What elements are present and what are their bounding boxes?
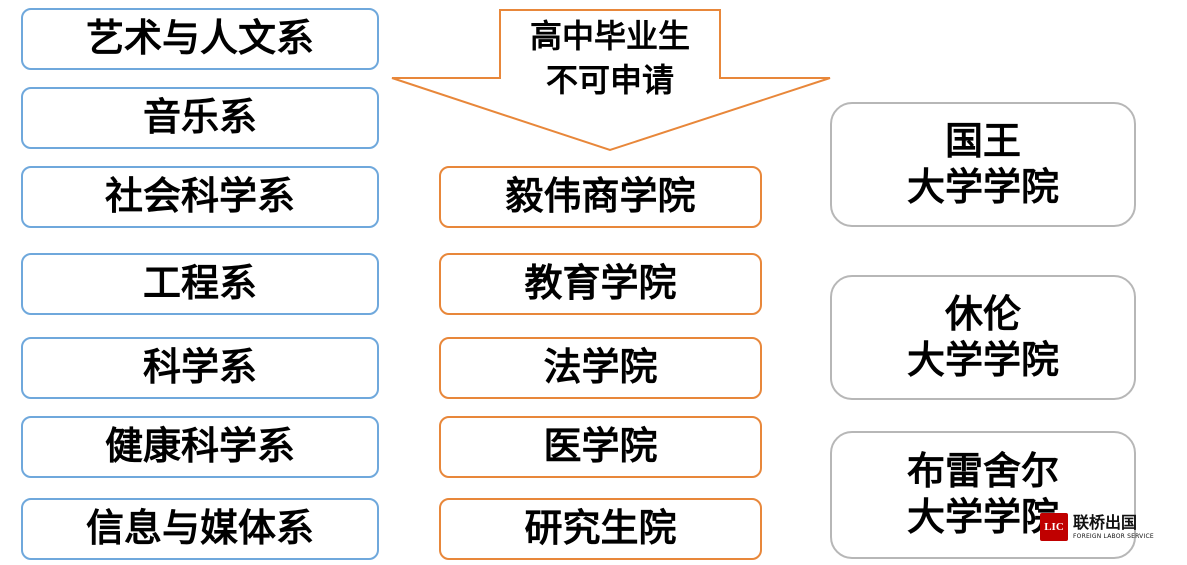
school-box-education: 教育学院 — [439, 253, 762, 315]
department-label: 健康科学系 — [104, 424, 295, 469]
department-label: 音乐系 — [142, 95, 257, 140]
school-label: 法学院 — [543, 345, 658, 390]
watermark-logo: LIC 联桥出国 FOREIGN LABOR SERVICE — [1040, 512, 1185, 542]
school-box-law: 法学院 — [439, 337, 762, 399]
college-box-kings: 国王 大学学院 — [830, 102, 1136, 227]
department-box-music: 音乐系 — [21, 87, 379, 149]
school-box-medicine: 医学院 — [439, 416, 762, 478]
department-box-health-science: 健康科学系 — [21, 416, 379, 478]
college-type: 大学学院 — [906, 337, 1059, 382]
department-label: 信息与媒体系 — [85, 506, 314, 551]
college-name: 国王 — [944, 118, 1021, 163]
school-label: 医学院 — [543, 424, 658, 469]
logo-name: 联桥出国 — [1073, 512, 1138, 532]
arrow-label-line2: 不可申请 — [545, 61, 674, 99]
department-label: 科学系 — [142, 345, 257, 390]
department-box-science: 科学系 — [21, 337, 379, 399]
school-label: 教育学院 — [524, 261, 677, 306]
department-box-social-science: 社会科学系 — [21, 166, 379, 228]
department-box-information-media: 信息与媒体系 — [21, 498, 379, 560]
school-label: 毅伟商学院 — [505, 174, 696, 219]
college-box-brescia: 布雷舍尔 大学学院 — [830, 431, 1136, 559]
department-label: 社会科学系 — [104, 174, 295, 219]
college-name: 布雷舍尔 — [906, 449, 1059, 494]
college-box-huron: 休伦 大学学院 — [830, 275, 1136, 400]
logo-text: 联桥出国 FOREIGN LABOR SERVICE — [1073, 512, 1154, 540]
department-box-engineering: 工程系 — [21, 253, 379, 315]
logo-tagline: FOREIGN LABOR SERVICE — [1073, 532, 1154, 540]
department-label: 艺术与人文系 — [85, 16, 314, 61]
school-box-graduate: 研究生院 — [439, 498, 762, 560]
school-label: 研究生院 — [524, 506, 677, 551]
arrow-label: 高中毕业生 不可申请 — [505, 14, 715, 102]
college-type: 大学学院 — [906, 495, 1059, 539]
logo-mark-icon: LIC — [1040, 513, 1068, 541]
college-name: 休伦 — [944, 291, 1021, 336]
arrow-label-line1: 高中毕业生 — [529, 17, 690, 55]
college-type: 大学学院 — [906, 164, 1059, 209]
school-box-ivey-business: 毅伟商学院 — [439, 166, 762, 228]
department-label: 工程系 — [142, 261, 257, 306]
department-box-arts: 艺术与人文系 — [21, 8, 379, 70]
